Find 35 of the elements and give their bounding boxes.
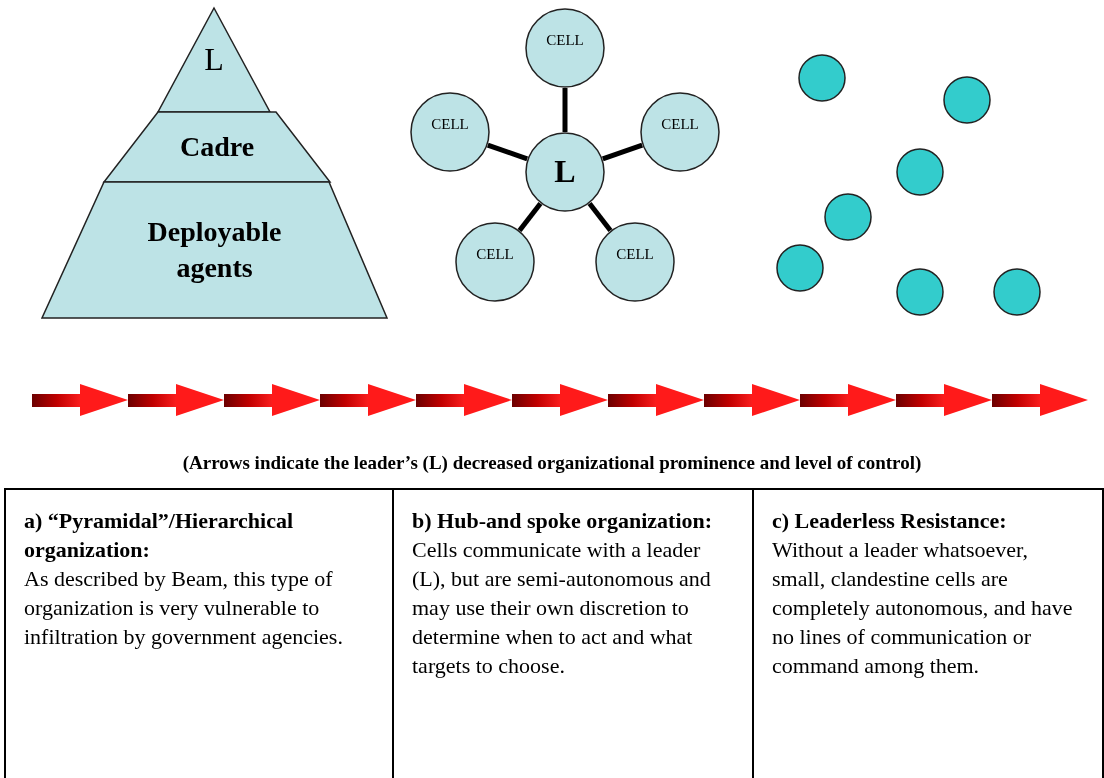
node-label: Cadre — [179, 129, 255, 164]
node-label: Deployable agents — [146, 214, 283, 285]
connector-line — [601, 142, 644, 162]
node-label: CELL — [546, 31, 584, 51]
circle-node — [896, 268, 944, 316]
connector-line — [517, 202, 543, 232]
cell-text: Cells communicate with a leader (L), but are semi-autonomous and may use their own discretion to determine when to act and what targets to choose. — [412, 536, 712, 680]
circle-node — [525, 132, 605, 212]
connector-line — [587, 202, 613, 232]
circle-node — [896, 148, 944, 196]
circle-node — [993, 268, 1041, 316]
node-label: L — [204, 40, 224, 80]
cell-heading: c) Leaderless Resistance: — [772, 507, 1008, 535]
caption: (Arrows indicate the leader’s (L) decreased organizational prominence and level of control) — [181, 452, 923, 474]
cell-text: Without a leader whatsoever, small, clandestine cells are completely autonomous, and have no lines of communication or command among them. — [772, 536, 1074, 680]
node-label: CELL — [616, 245, 654, 265]
cell-heading: a) “Pyramidal”/Hierarchical organization: — [24, 507, 295, 564]
circle-node — [776, 244, 824, 292]
connector-line — [486, 142, 529, 162]
circle-node — [455, 222, 535, 302]
circle-node — [525, 8, 605, 88]
circle-node — [595, 222, 675, 302]
cell-heading: b) Hub-and spoke organization: — [412, 507, 714, 535]
node-label: L — [554, 152, 576, 192]
circle-node — [798, 54, 846, 102]
connector-line — [562, 88, 568, 132]
node-label: CELL — [431, 115, 469, 135]
circle-node — [410, 92, 490, 172]
node-label: CELL — [661, 115, 699, 135]
circle-node — [943, 76, 991, 124]
pyramid-top — [158, 8, 270, 112]
circle-node — [640, 92, 720, 172]
cell-text: As described by Beam, this type of organization is very vulnerable to infiltration by government agencies. — [24, 565, 344, 651]
circle-node — [824, 193, 872, 241]
node-label: CELL — [476, 245, 514, 265]
